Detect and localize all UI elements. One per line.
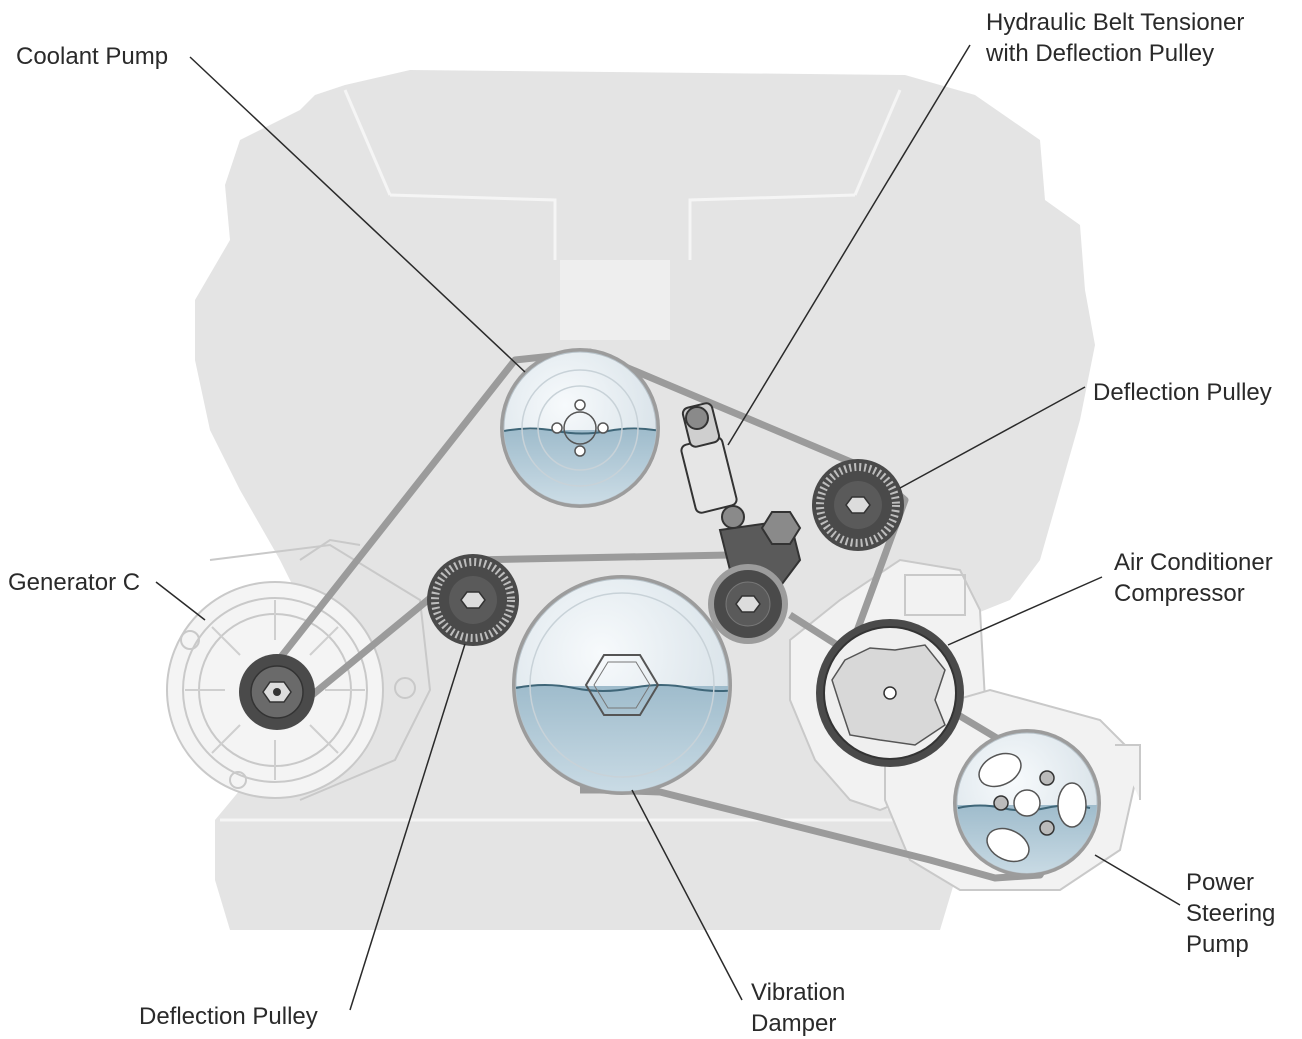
label-ac-compressor: Air Conditioner Compressor: [1114, 547, 1273, 609]
leader-coolant-pump: [189, 56, 526, 373]
label-coolant-pump-text: Coolant Pump: [16, 43, 169, 70]
leader-deflection-lower: [349, 643, 466, 1011]
label-vibration-damper-line-2: Damper: [751, 1010, 837, 1037]
label-power-steering-line-1: Power: [1186, 869, 1255, 896]
label-belt-tensioner: Hydraulic Belt Tensioner with Deflection…: [986, 7, 1244, 69]
leader-belt-tensioner: [727, 44, 971, 446]
label-power-steering-line-2: Steering: [1186, 900, 1276, 927]
label-ac-compressor-line-2: Compressor: [1114, 580, 1245, 607]
label-generator: Generator C: [8, 567, 140, 598]
label-generator-text: Generator C: [8, 569, 141, 596]
leader-deflection-upper: [899, 386, 1086, 489]
leader-ac-compressor: [947, 576, 1103, 646]
deflection-pulley-lower: [427, 554, 519, 646]
label-belt-tensioner-line-1: Hydraulic Belt Tensioner: [986, 9, 1245, 36]
coolant-pump-pulley: [500, 348, 660, 508]
label-vibration-damper-line-1: Vibration: [751, 979, 846, 1006]
hydraulic-belt-tensioner: [680, 402, 802, 644]
engine-detail-lines: [220, 89, 960, 822]
label-ac-compressor-line-1: Air Conditioner: [1114, 549, 1273, 576]
ac-compressor-pulley: [816, 619, 964, 767]
leader-lines: [155, 44, 1181, 1011]
label-belt-tensioner-line-2: with Deflection Pulley: [986, 40, 1215, 67]
label-power-steering-pump: Power Steering Pump: [1186, 867, 1275, 960]
leader-vibration-damper: [631, 789, 743, 1001]
deflection-pulley-upper: [812, 459, 904, 551]
label-coolant-pump: Coolant Pump: [16, 41, 168, 72]
label-deflection-pulley-upper: Deflection Pulley: [1093, 377, 1272, 408]
power-steering-pulley: [953, 729, 1101, 877]
leader-generator: [155, 581, 206, 621]
leader-power-steering: [1094, 854, 1181, 906]
generator-pulley: [239, 654, 315, 730]
label-deflection-pulley-upper-text: Deflection Pulley: [1093, 379, 1272, 406]
label-power-steering-line-3: Pump: [1186, 931, 1249, 958]
engine-silhouette: [195, 70, 1095, 930]
label-deflection-pulley-lower: Deflection Pulley: [139, 1001, 318, 1032]
label-deflection-pulley-lower-text: Deflection Pulley: [139, 1003, 318, 1030]
label-vibration-damper: Vibration Damper: [751, 977, 845, 1039]
